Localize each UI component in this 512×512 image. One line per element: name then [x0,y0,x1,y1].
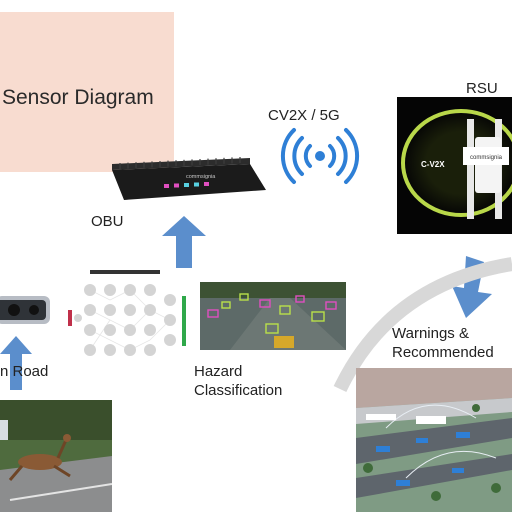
neural-network-icon [68,270,186,356]
warnings-label-line1: Warnings & [392,325,469,342]
rsu-device-image: commsignia C-V2X [401,109,512,219]
warnings-label-line2: Recommended [392,344,494,361]
rsu-label: RSU [466,80,498,97]
obu-brand-text: commsignia [186,174,216,180]
obu-label: OBU [91,213,124,230]
rsu-brand-text: commsignia [470,155,503,161]
camera-sensor-image [0,296,50,324]
on-road-label: n Road [0,363,49,380]
cv2x-label: CV2X / 5G [268,107,340,124]
road-deer-image [0,400,112,512]
obu-device-image: commsignia [112,157,266,200]
coverage-arc [333,257,512,393]
hazard-detection-image [200,282,346,350]
rsu-panel: commsignia C-V2X [397,97,512,234]
arrow-up-from-road [0,336,32,390]
arrow-up-to-obu [162,216,206,268]
hazard-label-line2: Classification [194,382,283,399]
title-background [0,12,174,172]
diagram-title: Sensor Diagram [2,86,154,109]
smart-city-image [356,368,512,512]
wireless-signal-icon [280,128,360,184]
rsu-cv2x-text: C-V2X [421,160,445,169]
hazard-label-line1: Hazard [194,363,243,380]
